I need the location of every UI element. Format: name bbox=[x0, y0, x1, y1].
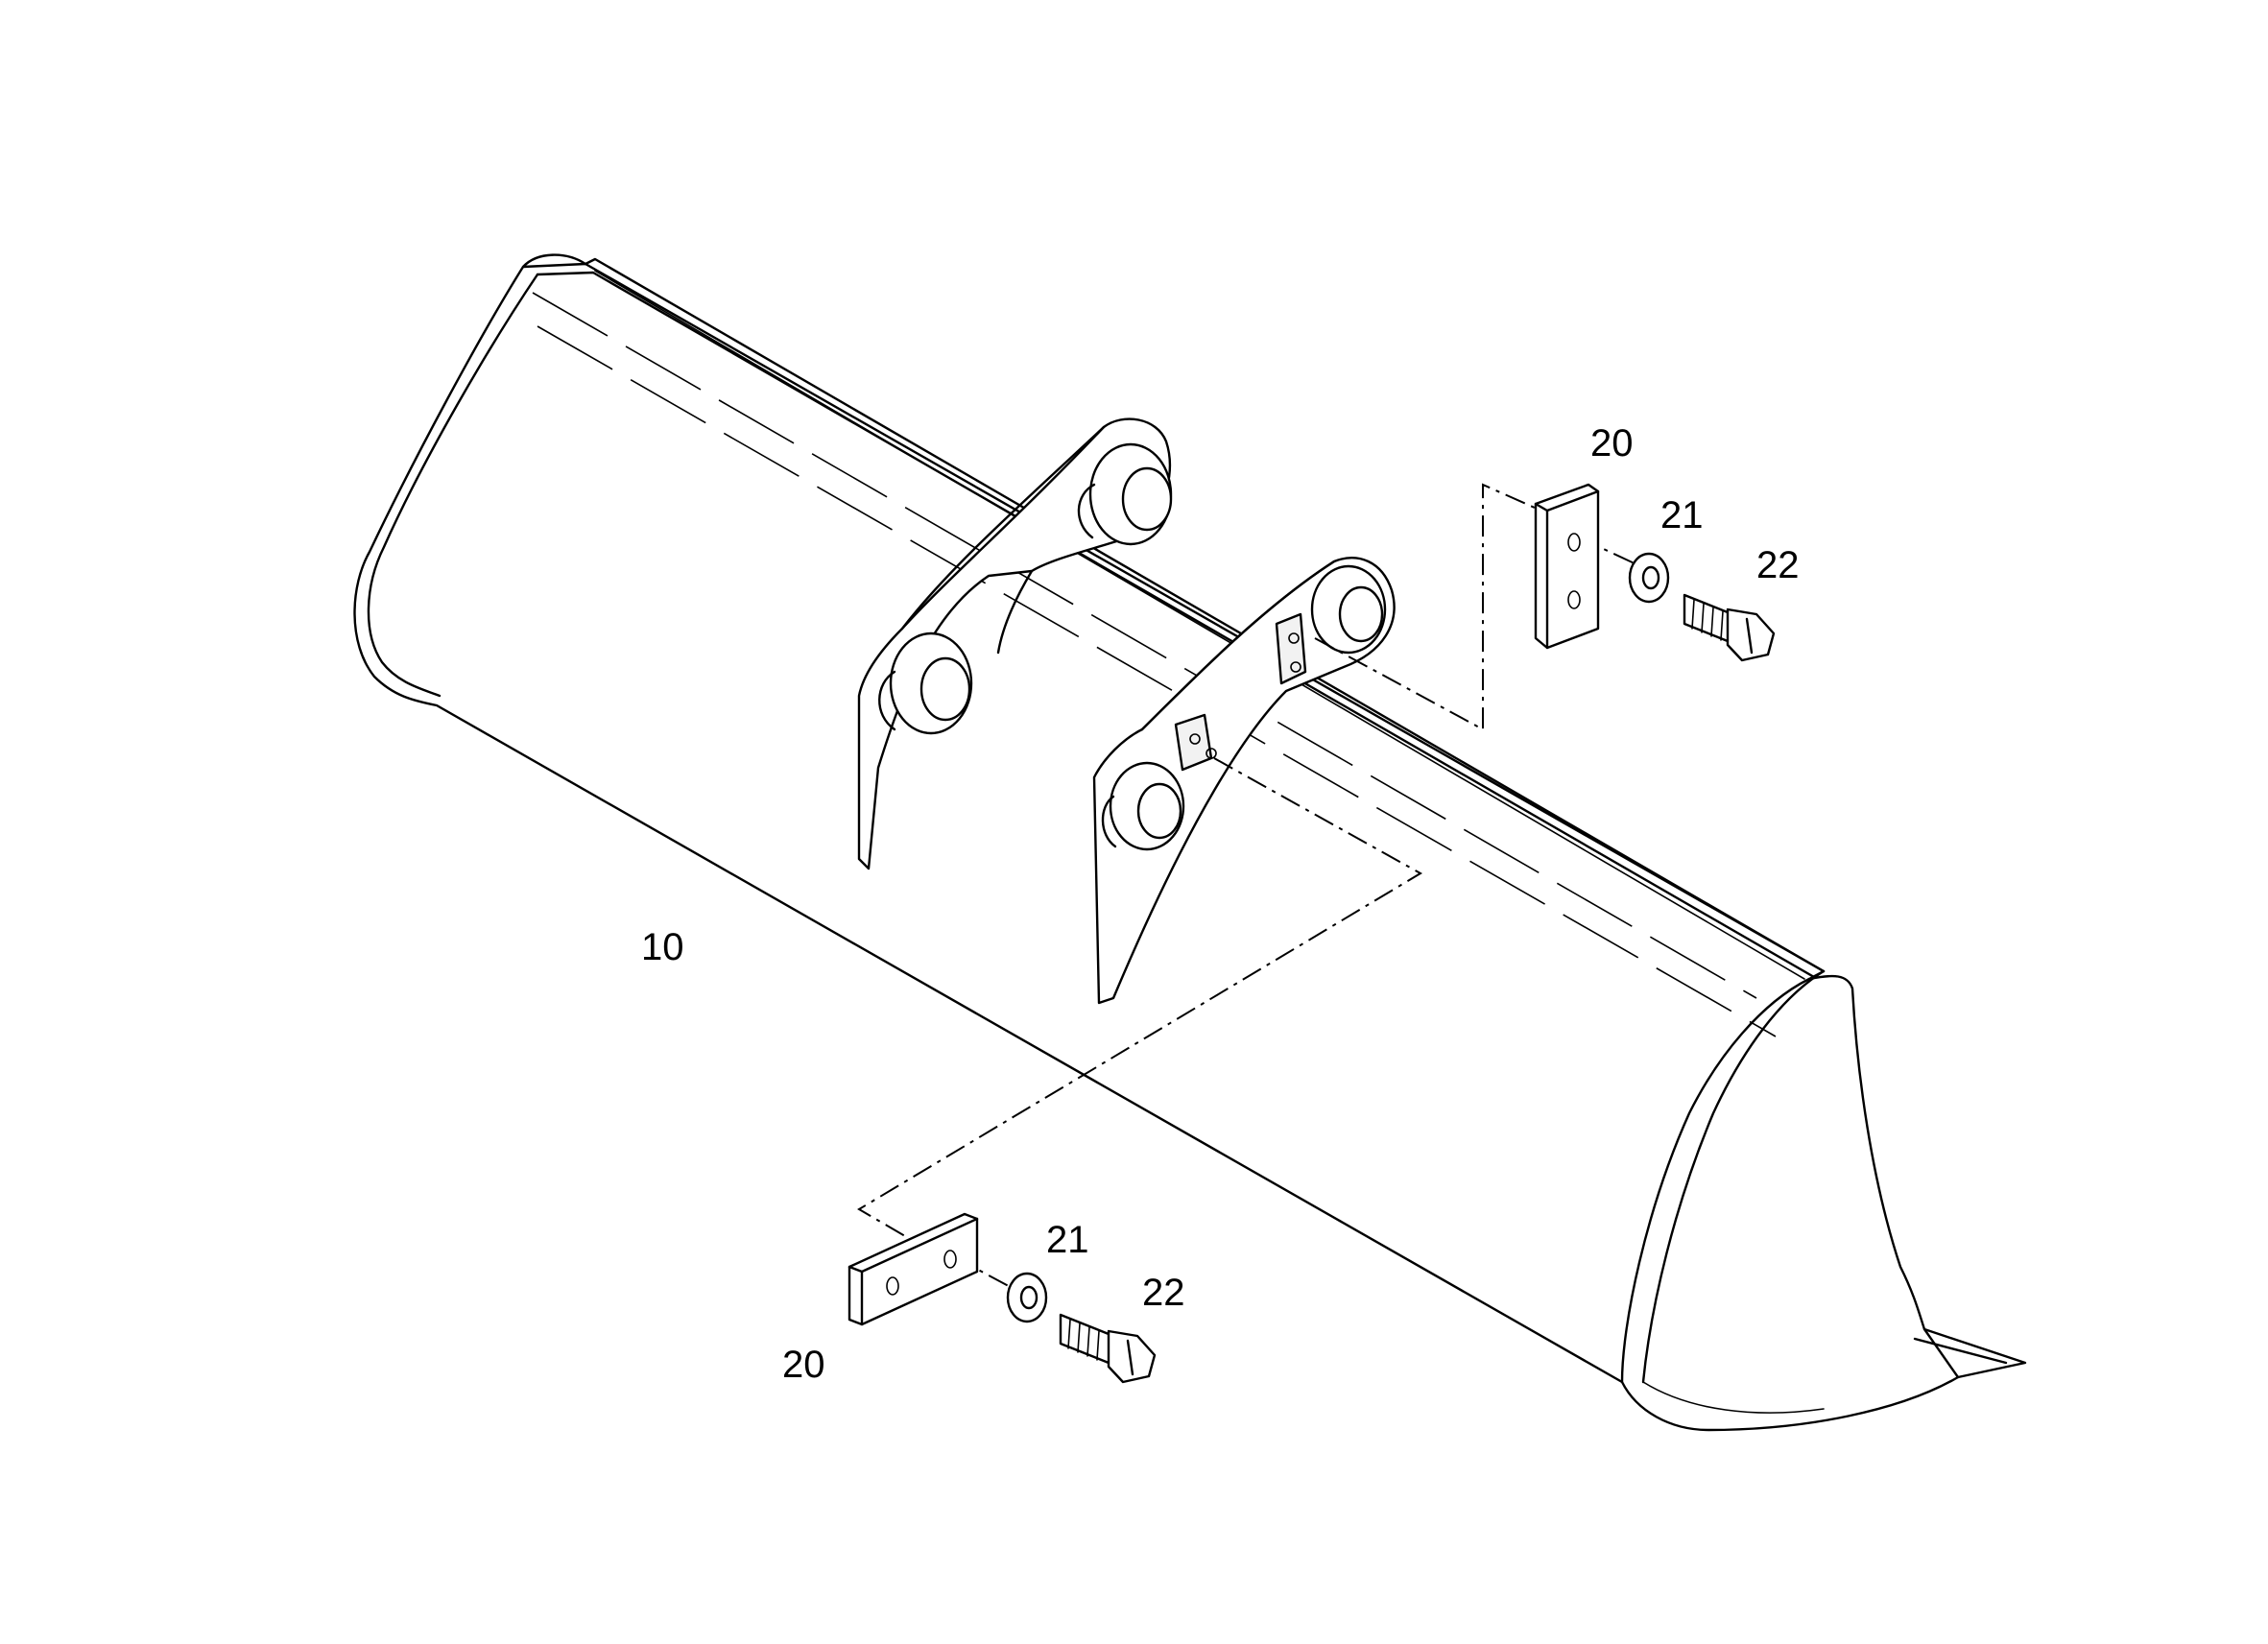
callout-bolt-lower: 22 bbox=[1142, 1272, 1185, 1314]
lower-retaining-plate bbox=[848, 1212, 979, 1326]
upper-washer bbox=[1628, 552, 1670, 604]
upper-bolt bbox=[1683, 593, 1776, 662]
right-mounting-bracket bbox=[1092, 557, 1396, 1005]
callout-plate-lower: 20 bbox=[782, 1344, 825, 1386]
bucket-body bbox=[353, 253, 2027, 1432]
callout-plate-upper: 20 bbox=[1590, 422, 1634, 465]
callout-bolt-upper: 22 bbox=[1756, 544, 1800, 586]
left-mounting-bracket bbox=[857, 417, 1173, 870]
callout-washer-lower: 21 bbox=[1046, 1219, 1089, 1261]
callout-washer-upper: 21 bbox=[1660, 494, 1704, 536]
lower-washer bbox=[1006, 1272, 1048, 1323]
callout-bucket: 10 bbox=[641, 926, 684, 968]
lower-bolt bbox=[1059, 1313, 1157, 1384]
upper-retaining-plate bbox=[1534, 483, 1600, 650]
